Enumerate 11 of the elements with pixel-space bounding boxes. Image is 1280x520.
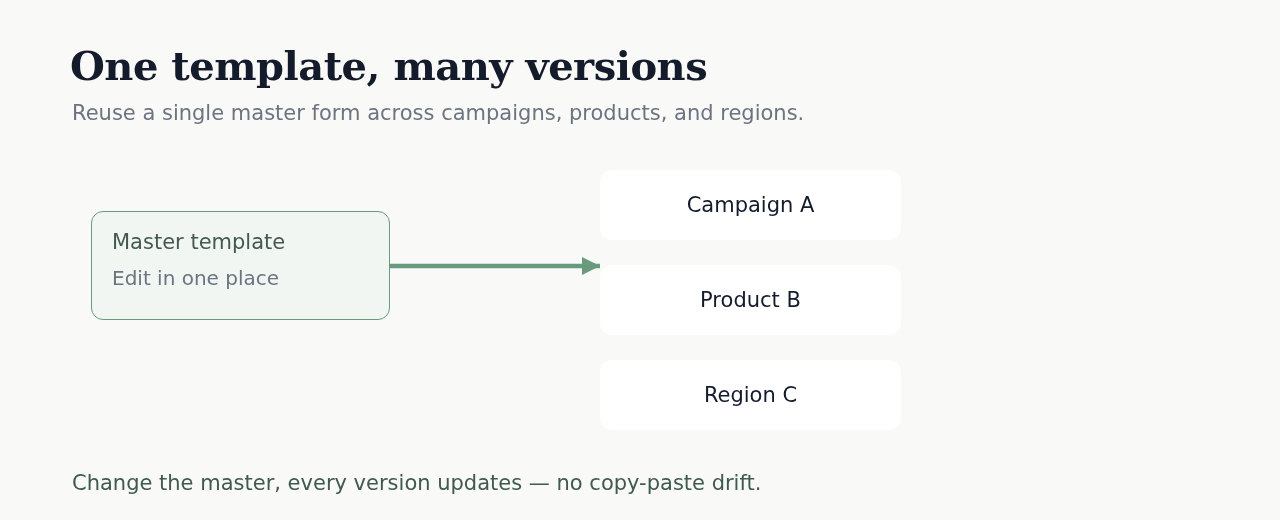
card-label: Campaign A (686, 193, 815, 217)
diagram-title: One template, many versions (70, 42, 708, 89)
card-label: Product B (700, 288, 801, 312)
caption: Change the master, every version updates — no copy-paste drift. (72, 471, 762, 495)
card-heading: Master template (112, 230, 287, 254)
subtitle: Reuse a single master form across campaigns, products, and regions. (72, 101, 805, 125)
card-subtitle: Edit in one place (112, 266, 281, 290)
template-card (91, 211, 390, 320)
version-card (600, 265, 901, 335)
arrow (390, 257, 600, 275)
card-label: Region C (703, 383, 798, 407)
